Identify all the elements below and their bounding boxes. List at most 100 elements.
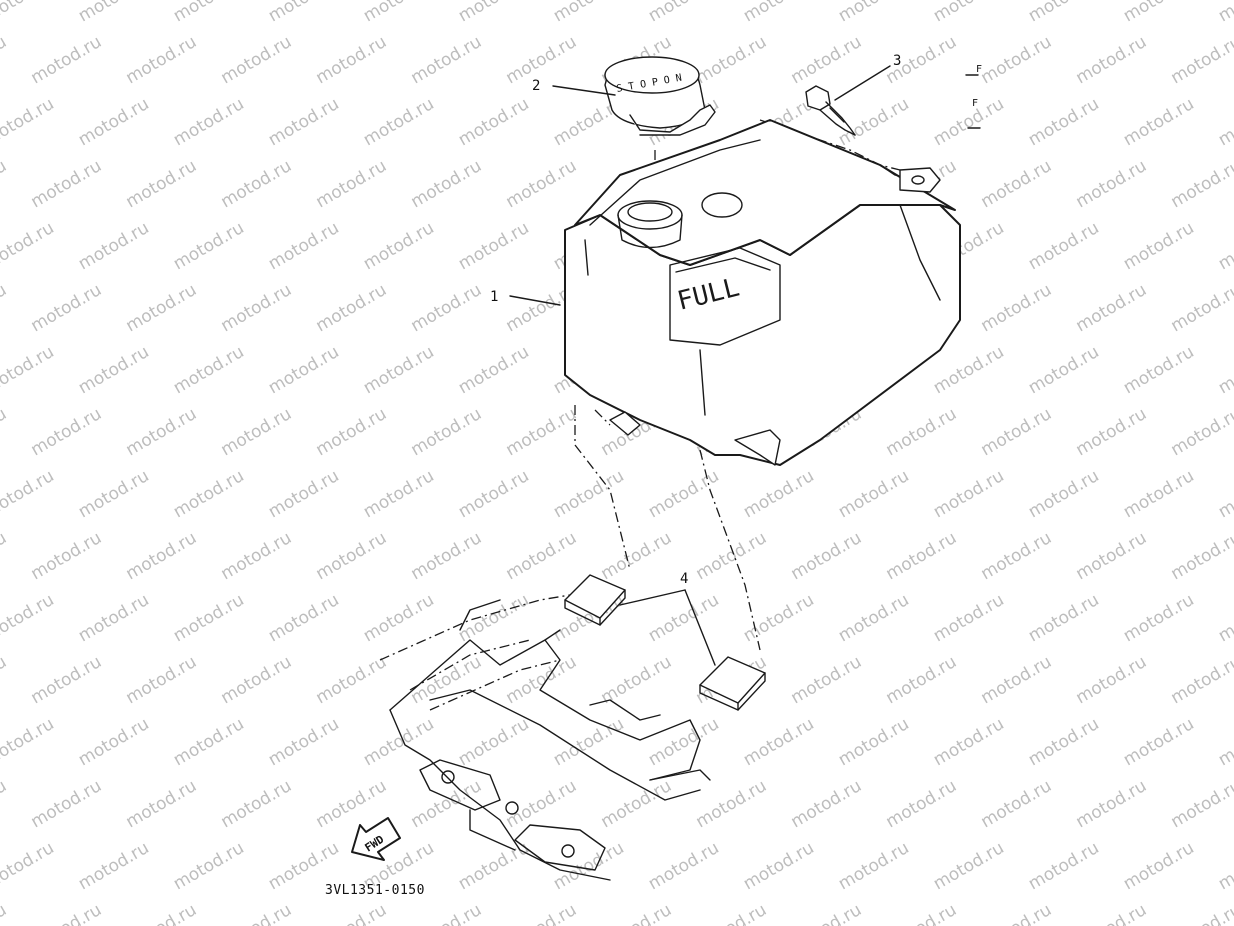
watermark-text: motod.ru	[693, 32, 771, 88]
watermark-text: motod.ru	[978, 32, 1056, 88]
watermark-text: motod.ru	[503, 900, 581, 926]
watermark-text: motod.ru	[408, 528, 486, 584]
watermark-text: motod.ru	[75, 466, 153, 522]
watermark-text: motod.ru	[550, 714, 628, 770]
watermark-text: motod.ru	[123, 280, 201, 336]
watermark-text: motod.ru	[1025, 0, 1103, 26]
watermark-text: motod.ru	[360, 218, 438, 274]
watermark-text: motod.ru	[978, 280, 1056, 336]
watermark-text: motod.ru	[218, 156, 296, 212]
watermark-text: motod.ru	[360, 466, 438, 522]
watermark-text: motod.ru	[360, 342, 438, 398]
watermark-text: motod.ru	[28, 32, 106, 88]
watermark-text: motod.ru	[28, 652, 106, 708]
drawing-part-number: 3VL1351-0150	[325, 883, 425, 898]
watermark-text: motod.ru	[1168, 776, 1234, 832]
watermark-text: motod.ru	[978, 900, 1056, 926]
watermark-text: motod.ru	[408, 280, 486, 336]
watermark-text: motod.ru	[693, 900, 771, 926]
watermark-text: motod.ru	[123, 776, 201, 832]
forward-direction-arrow: FWD	[351, 817, 401, 861]
watermark-text: motod.ru	[170, 590, 248, 646]
watermark-text: motod.ru	[455, 342, 533, 398]
watermark-text: motod.ru	[693, 776, 771, 832]
watermark-text: motod.ru	[788, 528, 866, 584]
watermark-text: motod.ru	[455, 218, 533, 274]
watermark-text: motod.ru	[360, 590, 438, 646]
watermark-text: motod.ru	[1168, 900, 1234, 926]
watermark-text: motod.ru	[740, 838, 818, 894]
watermark-text: motod.ru	[265, 466, 343, 522]
watermark-text: motod.ru	[1073, 404, 1151, 460]
watermark-text: motod.ru	[265, 714, 343, 770]
watermark-text: motod.ru	[1073, 32, 1151, 88]
watermark-text: motod.ru	[313, 404, 391, 460]
watermark-text: motod.ru	[265, 0, 343, 26]
watermark-text: motod.ru	[218, 280, 296, 336]
watermark-text: motod.ru	[455, 466, 533, 522]
watermark-text: motod.ru	[788, 32, 866, 88]
watermark-text: motod.ru	[408, 900, 486, 926]
watermark-text: motod.ru	[883, 776, 961, 832]
watermark-text: motod.ru	[123, 900, 201, 926]
watermark-text: motod.ru	[265, 218, 343, 274]
watermark-text: motod.ru	[313, 652, 391, 708]
watermark-text: motod.ru	[28, 776, 106, 832]
watermark-text: motod.ru	[0, 714, 58, 770]
watermark-text: motod.ru	[503, 776, 581, 832]
watermark-text: motod.ru	[28, 156, 106, 212]
watermark-text: motod.ru	[835, 590, 913, 646]
watermark-text: motod.ru	[170, 342, 248, 398]
watermark-text: motod.ru	[835, 0, 913, 26]
watermark-text: motod.ru	[170, 0, 248, 26]
watermark-text: motod.ru	[978, 652, 1056, 708]
watermark-text: motod.ru	[265, 590, 343, 646]
watermark-text: motod.ru	[408, 32, 486, 88]
watermark-text: motod.ru	[313, 900, 391, 926]
watermark-text: motod.ru	[170, 466, 248, 522]
watermark-text: motod.ru	[75, 0, 153, 26]
watermark-text: motod.ru	[1073, 776, 1151, 832]
watermark-text: motod.ru	[1168, 528, 1234, 584]
watermark-text: motod.ru	[123, 156, 201, 212]
watermark-text: motod.ru	[930, 466, 1008, 522]
watermark-text: motod.ru	[455, 838, 533, 894]
watermark-text: motod.ru	[75, 342, 153, 398]
watermark-text: motod.ru	[0, 218, 58, 274]
watermark-text: motod.ru	[360, 0, 438, 26]
watermark-text: motod.ru	[170, 218, 248, 274]
watermark-text: motod.ru	[75, 838, 153, 894]
watermark-text: motod.ru	[835, 466, 913, 522]
watermark-text: motod.ru	[265, 342, 343, 398]
watermark-text: motod.ru	[1073, 156, 1151, 212]
watermark-text: motod.ru	[360, 94, 438, 150]
callout-4: 4	[680, 571, 688, 587]
watermark-text: motod.ru	[0, 776, 10, 832]
rubber-pad-right	[699, 656, 766, 711]
watermark-text: motod.ru	[28, 900, 106, 926]
watermark-text: motod.ru	[503, 652, 581, 708]
watermark-text: motod.ru	[28, 528, 106, 584]
watermark-text: motod.ru	[930, 714, 1008, 770]
watermark-text: motod.ru	[645, 838, 723, 894]
watermark-text: motod.ru	[170, 838, 248, 894]
watermark-text: motod.ru	[170, 714, 248, 770]
watermark-text: motod.ru	[0, 404, 10, 460]
watermark-text: motod.ru	[313, 528, 391, 584]
watermark-text: motod.ru	[1168, 280, 1234, 336]
watermark-text: motod.ru	[1025, 342, 1103, 398]
watermark-text: motod.ru	[455, 714, 533, 770]
watermark-text: motod.ru	[740, 466, 818, 522]
watermark-text: motod.ru	[883, 528, 961, 584]
watermark-text: motod.ru	[978, 528, 1056, 584]
watermark-text: motod.ru	[0, 590, 58, 646]
watermark-text: motod.ru	[978, 776, 1056, 832]
rubber-pad-left	[564, 574, 626, 626]
watermark-text: motod.ru	[0, 32, 10, 88]
watermark-text: motod.ru	[740, 590, 818, 646]
watermark-text: motod.ru	[1215, 714, 1234, 770]
watermark-text: motod.ru	[218, 404, 296, 460]
watermark-text: motod.ru	[170, 94, 248, 150]
watermark-text: motod.ru	[1120, 466, 1198, 522]
